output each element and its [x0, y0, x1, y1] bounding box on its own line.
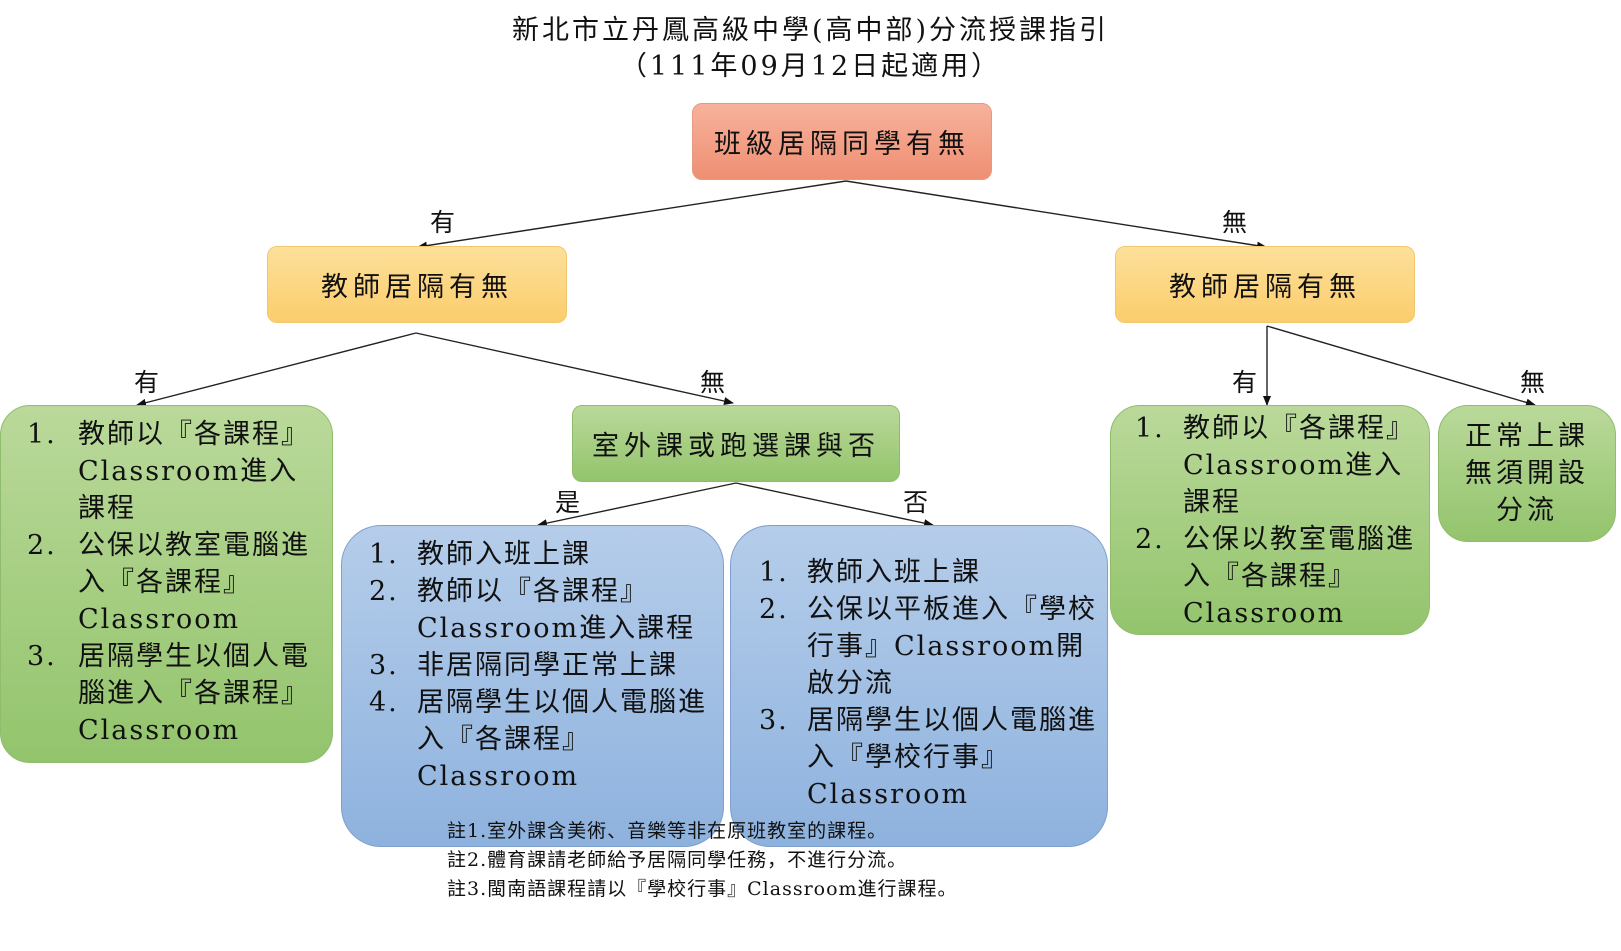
list-item: 1.教師入班上課	[369, 539, 591, 570]
edge-left-no	[415, 332, 734, 405]
edge-label-right-no: 無	[1520, 368, 1546, 397]
leaf-right-green: 1.教師以『各課程』Classroom進入課程 2.公保以教室電腦進入『各課程』…	[1110, 405, 1430, 635]
normal-line-3: 分流	[1496, 495, 1558, 526]
normal-line-1: 正常上課	[1465, 421, 1589, 452]
footnote-3: 註3.閩南語課程請以『學校行事』Classroom進行課程。	[447, 878, 958, 900]
edge-outdoor-no	[735, 482, 934, 528]
leaf-blue-no-list: 1.教師入班上課 2.公保以平板進入『學校行事』Classroom開啟分流 3.…	[759, 554, 1099, 813]
root-node: 班級居隔同學有無	[692, 103, 992, 180]
list-item: 2.公保以教室電腦進入『各課程』Classroom	[1135, 524, 1415, 629]
edge-label-left-yes: 有	[134, 368, 160, 397]
footnote-1: 註1.室外課含美術、音樂等非在原班教室的課程。	[447, 820, 888, 842]
footnotes: 註1.室外課含美術、音樂等非在原班教室的課程。 註2.體育課請老師給予居隔同學任…	[447, 817, 958, 904]
normal-line-2: 無須開設	[1465, 458, 1589, 489]
list-item: 3.非居隔同學正常上課	[369, 650, 678, 681]
page-title: 新北市立丹鳳高級中學(高中部)分流授課指引	[511, 15, 1110, 46]
list-item: 3.居隔學生以個人電腦進入『學校行事』Classroom	[759, 705, 1097, 810]
edge-label-root-no: 無	[1222, 208, 1248, 237]
edge-label-left-no: 無	[700, 368, 726, 397]
edge-label-outdoor-yes: 是	[555, 488, 581, 517]
list-item: 4.居隔學生以個人電腦進入『各課程』Classroom	[369, 687, 707, 792]
list-item: 3.居隔學生以個人電腦進入『各課程』 Classroom	[27, 641, 310, 746]
leaf-blue-yes: 1.教師入班上課 2.教師以『各課程』Classroom進入課程 3.非居隔同學…	[341, 525, 724, 847]
leaf-right-green-list: 1.教師以『各課程』Classroom進入課程 2.公保以教室電腦進入『各課程』…	[1135, 410, 1425, 632]
list-item: 2.公保以教室電腦進入『各課程』Classroom	[27, 530, 310, 635]
leaf-normal: 正常上課 無須開設 分流	[1438, 405, 1616, 542]
footnote-2: 註2.體育課請老師給予居隔同學任務，不進行分流。	[447, 849, 908, 871]
leaf-left-green: 1.教師以『各課程』Classroom進入課程 2.公保以教室電腦進入『各課程』…	[0, 405, 333, 763]
list-item: 2.教師以『各課程』Classroom進入課程	[369, 576, 696, 644]
edge-label-root-yes: 有	[430, 208, 456, 237]
edge-outdoor-yes	[537, 482, 737, 528]
leaf-blue-yes-list: 1.教師入班上課 2.教師以『各課程』Classroom進入課程 3.非居隔同學…	[369, 536, 719, 795]
leaf-left-green-list: 1.教師以『各課程』Classroom進入課程 2.公保以教室電腦進入『各課程』…	[27, 416, 327, 749]
outdoor-node: 室外課或跑選課與否	[572, 405, 900, 482]
edge-label-outdoor-no: 否	[903, 488, 929, 517]
leaf-blue-no: 1.教師入班上課 2.公保以平板進入『學校行事』Classroom開啟分流 3.…	[730, 525, 1108, 847]
list-item: 1.教師以『各課程』Classroom進入課程	[27, 419, 310, 524]
list-item: 1.教師以『各課程』Classroom進入課程	[1135, 413, 1415, 518]
edge-left-yes	[136, 332, 417, 407]
edge-right-no	[1266, 325, 1536, 407]
teacher-node-right: 教師居隔有無	[1115, 246, 1415, 323]
edge-root-no	[845, 180, 1267, 250]
edge-label-right-yes: 有	[1232, 368, 1258, 397]
list-item: 1.教師入班上課	[759, 557, 981, 588]
teacher-node-left: 教師居隔有無	[267, 246, 567, 323]
edge-root-yes	[417, 180, 847, 250]
page-subtitle: （111年09月12日起適用）	[619, 51, 1002, 82]
list-item: 2.公保以平板進入『學校行事』Classroom開啟分流	[759, 594, 1097, 699]
